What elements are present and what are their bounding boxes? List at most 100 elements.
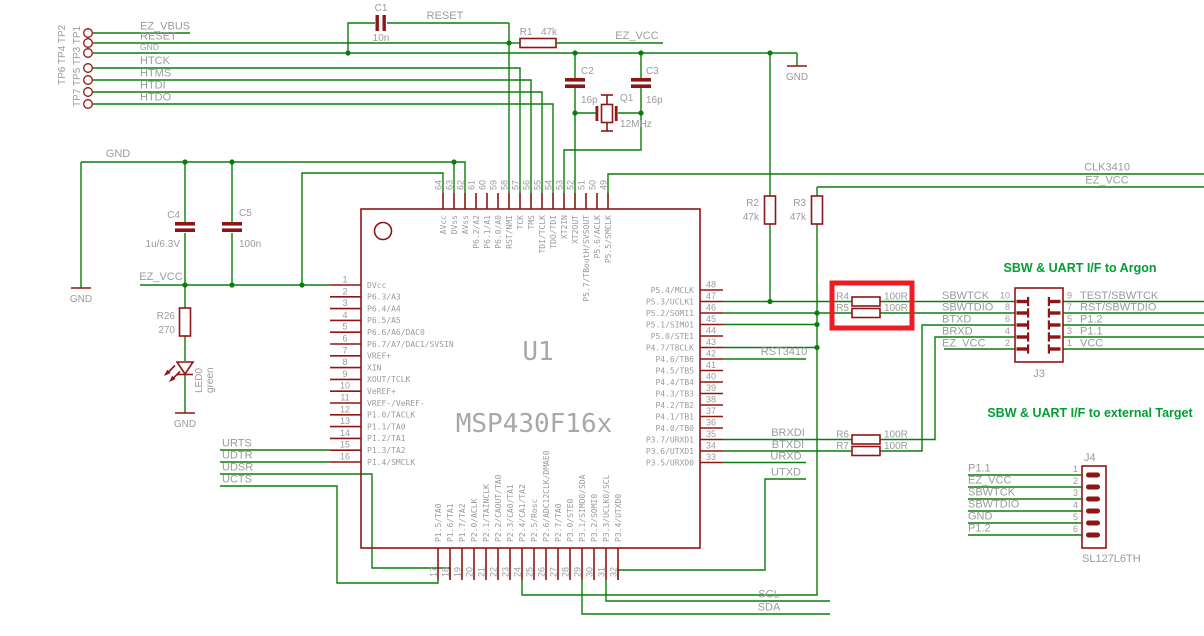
ic-pin-name: P2.5/Rosc bbox=[530, 498, 539, 542]
j4-pad bbox=[1086, 508, 1100, 514]
ic-pin-name: P1.4/SMCLK bbox=[367, 458, 415, 467]
capacitor-c1-plate bbox=[375, 15, 379, 31]
ic-pin-number: 43 bbox=[706, 337, 716, 347]
ic-pin-number: 4 bbox=[342, 310, 347, 320]
ic-pin-number: 47 bbox=[706, 291, 716, 301]
test-point-net-label: HTCK bbox=[140, 55, 171, 67]
ic-pin-name: P5.4/MCLK bbox=[651, 286, 695, 295]
label-serial_nets-utxd: UTXD bbox=[771, 467, 801, 479]
label-r2-value: 47k bbox=[743, 212, 760, 223]
ic-pin-name: P5.7/TBoutH/SVSOUT bbox=[582, 215, 591, 302]
ic-pin-name: TDI/TCLK bbox=[538, 215, 547, 254]
j3-pad bbox=[1047, 296, 1050, 307]
junction-dot bbox=[229, 159, 235, 165]
highlight-box bbox=[829, 280, 915, 331]
ic-pin-name: VeREF+ bbox=[367, 387, 396, 396]
j4-pin-number: 1 bbox=[1073, 464, 1078, 474]
led-arrowhead bbox=[169, 375, 176, 382]
resistor-r7-symbol bbox=[851, 445, 881, 457]
ic-pin-name: P4.5/TB5 bbox=[655, 366, 694, 375]
resistor-r5-symbol bbox=[851, 307, 881, 319]
ic-pin-name: TDO/TDI bbox=[549, 215, 558, 249]
label-r3-ref: R3 bbox=[793, 198, 806, 209]
ic-pin-number: 41 bbox=[706, 360, 716, 370]
ic-pin-name: P3.3/UCLK0/SCL bbox=[602, 474, 611, 542]
label-power_nets-gnd: GND bbox=[70, 294, 92, 305]
ic-pin-number: 3 bbox=[342, 298, 347, 308]
ic-pin-number: 25 bbox=[525, 567, 535, 577]
j3-left-pin-number: 6 bbox=[1005, 314, 1010, 324]
net-wire bbox=[607, 173, 1204, 193]
j3-right-pin-number: 1 bbox=[1067, 338, 1072, 348]
net-wire bbox=[220, 485, 439, 584]
ic-pin-name: TMS bbox=[527, 215, 536, 230]
ic-pin-number: 51 bbox=[577, 180, 587, 190]
ic-pin-number: 44 bbox=[706, 326, 716, 336]
ic-pin-name: P5.0/STE1 bbox=[651, 332, 695, 341]
ic-pin-name: VREF-/VeREF- bbox=[367, 399, 425, 408]
j3-right-pin-number: 7 bbox=[1067, 302, 1072, 312]
ic-pin-number: 21 bbox=[477, 567, 487, 577]
ic-pin-number: 49 bbox=[599, 180, 609, 190]
label-r6-ref: R6 bbox=[836, 430, 849, 441]
ic-pin-name: P5.2/SOMI1 bbox=[646, 309, 694, 318]
uart-net-label: UCTS bbox=[222, 474, 252, 486]
j3-pad bbox=[1027, 344, 1030, 354]
label-led0-value: green bbox=[205, 367, 216, 393]
junction-dot bbox=[572, 50, 578, 56]
ic-pin-number: 22 bbox=[489, 567, 499, 577]
ic-pin-name: P5.3/UCLK1 bbox=[646, 297, 694, 306]
ic-pin-name: P2.3/CA0/TA1 bbox=[506, 484, 515, 542]
ic-pin-name: P4.7/TBCLK bbox=[646, 343, 694, 352]
junction-dot bbox=[767, 50, 773, 56]
net-wire bbox=[220, 473, 451, 580]
j4-net-label: SBWTCK bbox=[968, 487, 1016, 499]
ic-pin-number: 48 bbox=[706, 280, 716, 290]
junction-dot bbox=[638, 110, 644, 116]
capacitor-c2-plate bbox=[565, 78, 585, 82]
j3-right-net-label: TEST/SBWTCK bbox=[1080, 290, 1159, 302]
j4-net-label: P1.2 bbox=[968, 523, 991, 535]
ic-pin-name: P2.4/CA1/TA2 bbox=[518, 484, 527, 542]
j3-left-pin-number: 8 bbox=[1005, 302, 1010, 312]
net-wire bbox=[880, 324, 1015, 452]
label-r26-ref: R26 bbox=[157, 311, 176, 322]
label-r3-value: 47k bbox=[790, 212, 807, 223]
label-power_nets-ez_vcc: EZ_VCC bbox=[139, 271, 182, 283]
j4-pad bbox=[1086, 496, 1100, 502]
label-r5-value: 100R bbox=[884, 303, 908, 314]
ic-pin-name: P3.5/URXD0 bbox=[646, 458, 694, 467]
net-wire bbox=[93, 79, 532, 193]
j3-right-pin-number: 3 bbox=[1067, 326, 1072, 336]
label-serial_nets-urxd: URXD bbox=[770, 451, 801, 463]
j4-net-label: EZ_VCC bbox=[968, 475, 1011, 487]
ic-pin-name: P6.3/A3 bbox=[367, 293, 401, 302]
test-point-net-label: RESET bbox=[140, 31, 177, 43]
ic-pin-number: 16 bbox=[340, 452, 350, 462]
ic-pin-name: XT2IN bbox=[560, 215, 569, 239]
capacitor-c3-plate bbox=[631, 84, 651, 88]
label-c3-value: 16p bbox=[646, 95, 663, 106]
ic-pin-number: 54 bbox=[544, 180, 554, 190]
resistor-r2-symbol bbox=[763, 195, 777, 225]
crystal-plate bbox=[595, 106, 599, 121]
label-serial_nets-sda: SDA bbox=[758, 602, 781, 614]
ic-pin-number: 53 bbox=[555, 180, 565, 190]
capacitor-c5-plate bbox=[222, 228, 242, 232]
ic-pin-number: 55 bbox=[533, 180, 543, 190]
j4-pin-number: 2 bbox=[1073, 476, 1078, 486]
ic-pin-number: 19 bbox=[453, 567, 463, 577]
test-point-net-label: HTMS bbox=[140, 68, 171, 80]
j3-pad bbox=[1049, 347, 1061, 351]
ic-pin-number: 35 bbox=[706, 429, 716, 439]
ic-pin-number: 8 bbox=[342, 357, 347, 367]
label-j4-title: SBW & UART I/F to external Target bbox=[987, 406, 1193, 420]
label-power_nets-ez_vcc: EZ_VCC bbox=[1085, 175, 1128, 187]
ic-pin-name: P5.6/ACLK bbox=[593, 215, 602, 259]
label-r4-ref: R4 bbox=[836, 292, 849, 303]
label-c5-value: 100n bbox=[239, 239, 261, 250]
ic-pin-name: P4.1/TB1 bbox=[655, 412, 694, 421]
j3-right-net-label: RST/SBWTDIO bbox=[1080, 302, 1157, 314]
ic-pin-name: P6.0/A0 bbox=[494, 215, 503, 249]
label-r2-ref: R2 bbox=[746, 198, 759, 209]
